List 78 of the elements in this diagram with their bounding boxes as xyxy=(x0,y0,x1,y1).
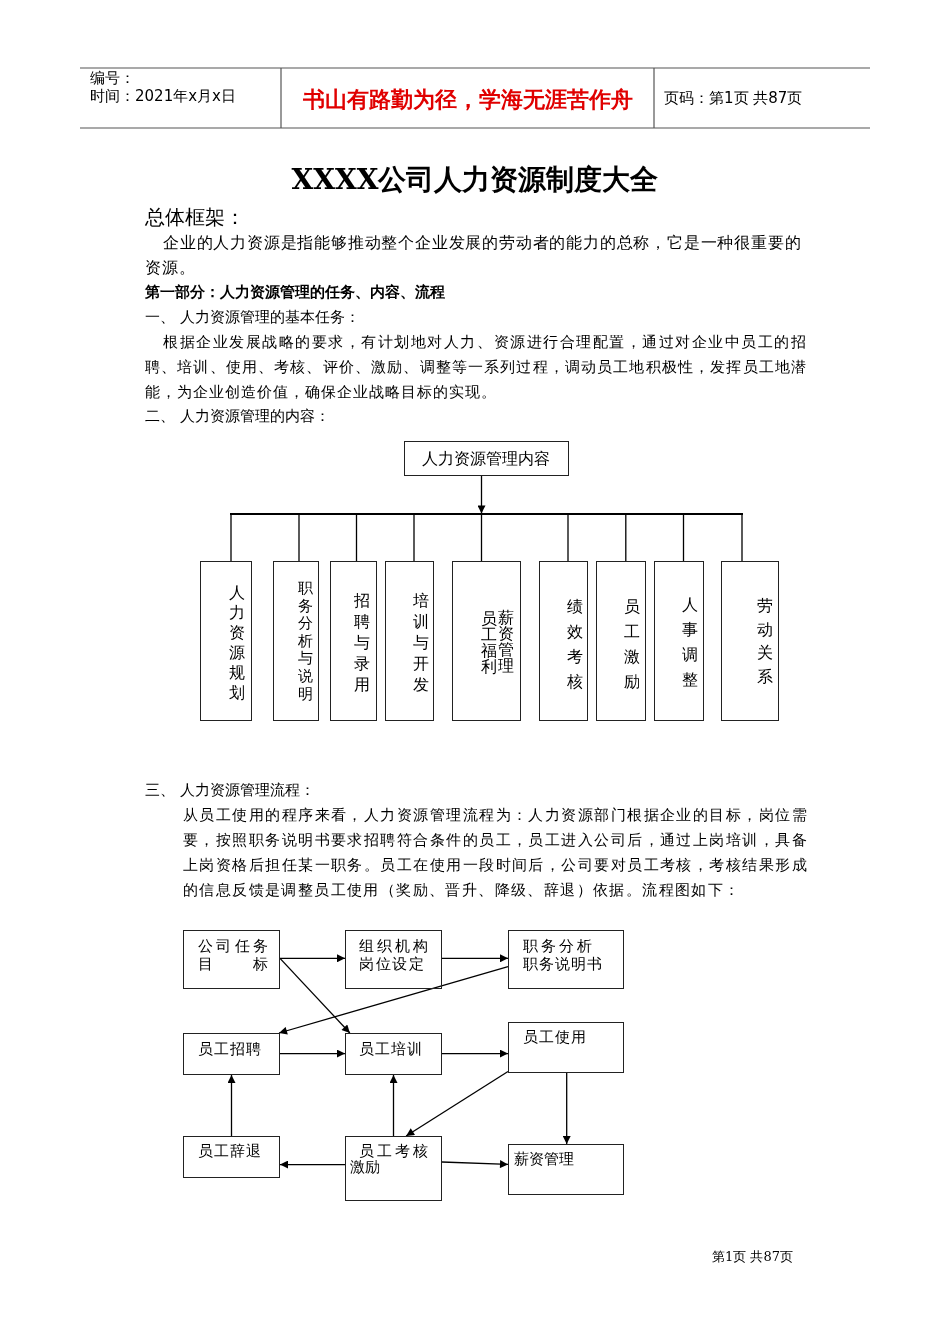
arrow xyxy=(389,1074,398,1137)
node-label: 培训与开发 xyxy=(412,589,429,695)
process-box xyxy=(508,1022,624,1073)
node-label: 员工招聘 xyxy=(198,1040,262,1058)
part-heading: 第一部分：人力资源管理的任务、内容、流程 xyxy=(145,282,445,302)
category-box xyxy=(452,561,521,721)
node-label: 公司任务目标 xyxy=(198,937,271,973)
process-box xyxy=(345,1033,442,1075)
node-label: 岗位设定 xyxy=(359,955,426,973)
category-box xyxy=(385,561,434,721)
process-box xyxy=(183,1033,280,1075)
node-label: 招聘与录用 xyxy=(354,589,370,695)
arrow xyxy=(278,965,509,1035)
category-box xyxy=(330,561,377,721)
category-box xyxy=(273,561,319,721)
paragraph: 企业的人力资源是指能够推动整个企业发展的劳动者的能力的总称，它是一种很重要的资源。 xyxy=(145,231,803,279)
node-label: 员工辞退 xyxy=(198,1142,262,1160)
section-heading: 总体框架： xyxy=(145,205,245,229)
node-label: 职务说明书 xyxy=(523,955,603,973)
arrow xyxy=(279,1049,346,1058)
node-label: 员工培训 xyxy=(359,1040,423,1058)
category-box xyxy=(539,561,588,721)
process-box xyxy=(183,1136,280,1178)
node-label: 员工激励 xyxy=(624,595,640,693)
category-box xyxy=(596,561,646,721)
node-label: 职务分析 xyxy=(523,937,595,955)
node-label: 员工考核 xyxy=(359,1142,431,1160)
subsection-heading: 二、 人力资源管理的内容： xyxy=(145,406,330,426)
node-label: 人力资源管理内容 xyxy=(421,449,551,469)
node-label: 激励 xyxy=(350,1158,380,1176)
page-footer: 第1页 共87页 xyxy=(712,1249,793,1265)
category-box xyxy=(654,561,704,721)
node-label: 人力资源规划 xyxy=(229,582,245,703)
node-label: 组织机构 xyxy=(359,937,431,955)
arrow xyxy=(477,475,486,515)
subsection-heading: 一、 人力资源管理的基本任务： xyxy=(145,307,360,327)
connector-line xyxy=(682,514,685,562)
process-box xyxy=(508,930,624,989)
connector-line xyxy=(625,514,627,562)
arrow xyxy=(441,1160,509,1169)
arrow xyxy=(279,957,351,1034)
node-label: 人事调整 xyxy=(682,593,698,691)
arrow xyxy=(279,954,346,963)
arrow xyxy=(227,1074,236,1137)
node-label: 员工使用 xyxy=(523,1028,587,1046)
connector-line xyxy=(230,514,232,562)
node-label: 薪资管理 xyxy=(514,1150,574,1168)
connector-line xyxy=(480,514,483,562)
arrow xyxy=(279,1160,346,1169)
arrow xyxy=(405,1070,509,1137)
connector-line xyxy=(741,514,743,562)
paragraph: 从员工使用的程序来看，人力资源管理流程为：人力资源部门根据企业的目标，岗位需要，按照职务说明书要求招聘符合条件的员工，员工进入公司后，通过上岗培训，具备上岗资格后担任某一职务。员工在使用一段时间后，公司要对员工考核，考核结果形成的信息反馈是调整员工使用（奖励、晋升、降级、辞退）依据。流程图如下： xyxy=(183,804,808,901)
arrow xyxy=(441,1049,509,1058)
process-box xyxy=(183,930,280,989)
node-label: 劳动关系 xyxy=(757,595,773,689)
process-box xyxy=(508,1144,624,1195)
connector-line xyxy=(413,514,415,562)
node-label: 薪资管理 xyxy=(498,609,514,674)
process-box xyxy=(345,930,442,989)
motto-text: 书山有路勤为径，学海无涯苦作舟 xyxy=(301,86,634,112)
node-label: 职务分析与说明 xyxy=(298,580,314,704)
heading-box xyxy=(404,441,569,476)
document-title: XXXX公司人力资源制度大全 xyxy=(291,163,659,197)
connector-line xyxy=(298,514,300,562)
category-box xyxy=(200,561,252,721)
subsection-heading: 三、 人力资源管理流程： xyxy=(145,780,315,800)
arrow xyxy=(562,1072,571,1145)
date-text: 时间：2021年x月x日 xyxy=(90,87,236,105)
connector-line xyxy=(355,514,358,562)
page-number-text: 页码：第1页 共87页 xyxy=(664,89,803,107)
node-label: 员工福利 xyxy=(481,611,497,675)
category-box xyxy=(721,561,779,721)
node-label: 绩效考核 xyxy=(566,595,583,693)
paragraph: 根据企业发展战略的要求，有计划地对人力、资源进行合理配置，通过对企业中员工的招聘、培训、使用、考核、评价、激励、调整等一系列过程，调动员工地积极性，发挥员工地潜能，为企业创造价值，确保企业战略目标的实现。 xyxy=(145,331,807,403)
document-number-label: 编号： xyxy=(90,69,135,87)
connector-line xyxy=(567,514,569,562)
process-box xyxy=(345,1136,442,1201)
arrow xyxy=(441,954,509,963)
